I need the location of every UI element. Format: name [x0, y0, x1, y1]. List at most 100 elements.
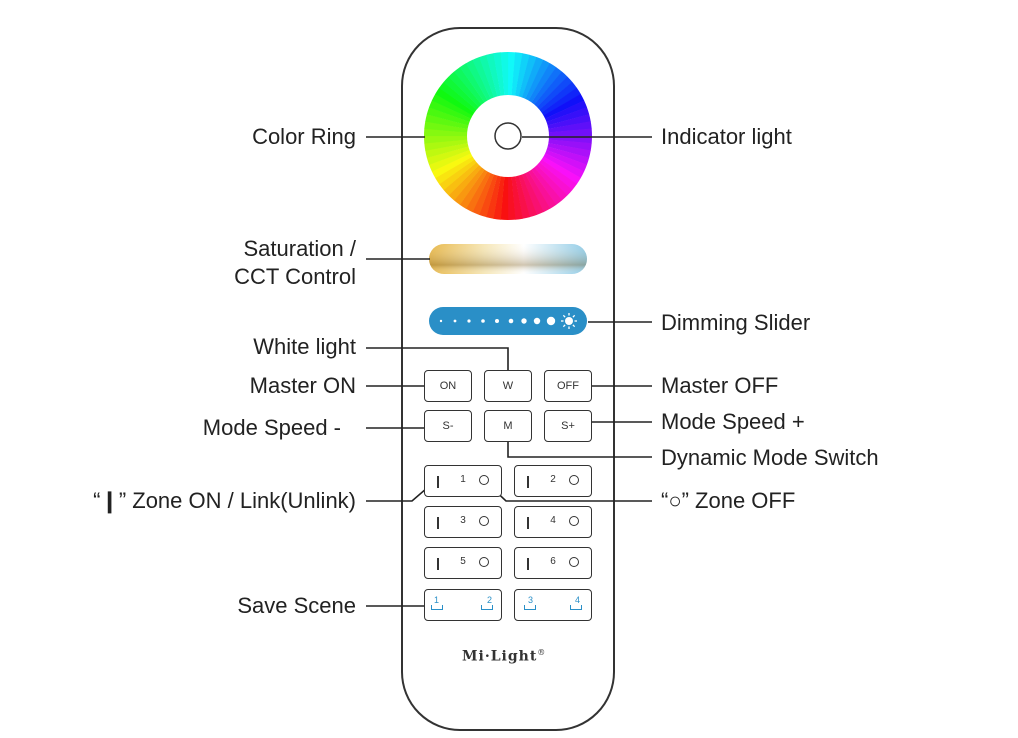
color-ring-segment[interactable] — [547, 139, 592, 151]
callout-dimming-slider: Dimming Slider — [661, 310, 811, 335]
color-ring-segment[interactable] — [514, 174, 530, 219]
color-ring-segment[interactable] — [511, 52, 523, 97]
color-ring-segment[interactable] — [540, 87, 581, 117]
color-ring-segment[interactable] — [518, 54, 537, 99]
color-ring-segment[interactable] — [546, 114, 591, 130]
color-ring-segment[interactable] — [507, 52, 516, 97]
mode-button[interactable]: M — [484, 410, 532, 442]
color-ring-segment[interactable] — [424, 121, 469, 133]
color-ring-segment[interactable] — [439, 158, 478, 191]
scene-bracket-icon — [481, 605, 493, 610]
color-ring-segment[interactable] — [507, 175, 516, 220]
color-ring-segment[interactable] — [465, 170, 492, 213]
color-ring-segment[interactable] — [479, 54, 498, 99]
color-ring-segment[interactable] — [521, 57, 544, 100]
color-ring-segment[interactable] — [527, 168, 557, 209]
scene-button-1-2[interactable]: 1 2 — [424, 589, 502, 621]
zone-on-icon — [527, 517, 529, 529]
color-ring-segment[interactable] — [544, 100, 587, 123]
zone-2-button[interactable]: 2 — [514, 465, 592, 497]
color-ring-segment[interactable] — [435, 155, 476, 185]
color-ring-segment[interactable] — [486, 53, 502, 98]
color-ring-segment[interactable] — [431, 93, 474, 120]
color-ring-segment[interactable] — [527, 63, 557, 104]
color-ring-segment[interactable] — [429, 100, 472, 123]
color-ring-segment[interactable] — [533, 71, 568, 108]
callout-master-off: Master OFF — [661, 373, 779, 398]
brand-name: Mi·Light — [462, 648, 538, 665]
color-ring-segment[interactable] — [518, 173, 537, 218]
sun-icon — [561, 313, 577, 329]
color-ring-segment[interactable] — [426, 107, 471, 126]
zone-off-icon — [569, 557, 579, 567]
color-ring-segment[interactable] — [448, 71, 483, 108]
color-ring-segment[interactable] — [538, 158, 577, 191]
sun-ray — [572, 314, 576, 318]
color-ring-segment[interactable] — [530, 166, 563, 205]
scene-bracket-icon — [570, 605, 582, 610]
color-ring-segment[interactable] — [453, 166, 486, 205]
color-ring-segment[interactable] — [465, 59, 492, 102]
brightness-dot — [439, 319, 443, 323]
zone-4-button[interactable]: 4 — [514, 506, 592, 538]
speed-minus-button[interactable]: S- — [424, 410, 472, 442]
color-ring-segment[interactable] — [493, 175, 505, 220]
color-ring-segment[interactable] — [479, 173, 498, 218]
zone-5-button[interactable]: 5 — [424, 547, 502, 579]
zone-1-button[interactable]: 1 — [424, 465, 502, 497]
color-ring-segment[interactable] — [514, 53, 530, 98]
color-ring-segment[interactable] — [425, 114, 470, 130]
color-ring-segment[interactable] — [500, 52, 509, 97]
on-button[interactable]: ON — [424, 370, 472, 402]
color-ring-segment[interactable] — [443, 76, 480, 111]
color-ring-segment[interactable] — [524, 170, 551, 213]
scene-button-3-4[interactable]: 3 4 — [514, 589, 592, 621]
speed-plus-button[interactable]: S+ — [544, 410, 592, 442]
color-ring-segment[interactable] — [521, 172, 544, 215]
color-ring-segment[interactable] — [424, 135, 469, 144]
color-ring-segment[interactable] — [448, 164, 483, 201]
dimming-slider[interactable] — [429, 307, 587, 335]
color-ring-segment[interactable] — [545, 146, 590, 165]
color-ring-segment[interactable] — [542, 93, 585, 120]
zone-3-button[interactable]: 3 — [424, 506, 502, 538]
color-ring-segment[interactable] — [546, 142, 591, 158]
color-ring-segment[interactable] — [536, 76, 573, 111]
color-ring-segment[interactable] — [429, 149, 472, 172]
color-ring-segment[interactable] — [542, 152, 585, 179]
color-ring-segment[interactable] — [435, 87, 476, 117]
color-ring-segment[interactable] — [431, 152, 474, 179]
callout-mode-speed-minus: Mode Speed - — [202, 415, 341, 440]
color-ring-segment[interactable] — [544, 149, 587, 172]
color-ring-segment[interactable] — [547, 128, 592, 137]
color-ring-segment[interactable] — [426, 146, 471, 165]
color-ring-segment[interactable] — [530, 67, 563, 106]
color-ring-segment[interactable] — [459, 63, 489, 104]
dimming-dots — [439, 313, 577, 329]
w-button[interactable]: W — [484, 370, 532, 402]
color-ring-segment[interactable] — [486, 174, 502, 219]
zone-on-icon — [437, 558, 439, 570]
color-ring-segment[interactable] — [533, 164, 568, 201]
color-ring-segment[interactable] — [538, 81, 577, 114]
color-ring-segment[interactable] — [500, 175, 509, 220]
color-ring-segment[interactable] — [545, 107, 590, 126]
color-ring-segment[interactable] — [524, 59, 551, 102]
off-button[interactable]: OFF — [544, 370, 592, 402]
callout-mode-speed-plus: Mode Speed + — [661, 409, 805, 434]
color-ring-segment[interactable] — [472, 172, 495, 215]
color-ring-segment[interactable] — [439, 81, 478, 114]
color-ring-segment[interactable] — [459, 168, 489, 209]
color-ring-segment[interactable] — [424, 128, 469, 137]
leader-white-light — [366, 347, 509, 372]
callout-white-light: White light — [253, 334, 356, 359]
color-ring-segment[interactable] — [425, 142, 470, 158]
color-ring-segment[interactable] — [443, 161, 480, 196]
color-ring-segment[interactable] — [453, 67, 486, 106]
color-ring-segment[interactable] — [472, 57, 495, 100]
zone-6-button[interactable]: 6 — [514, 547, 592, 579]
brightness-dot — [495, 319, 499, 323]
color-ring-segment[interactable] — [540, 155, 581, 185]
color-ring-segment[interactable] — [536, 161, 573, 196]
